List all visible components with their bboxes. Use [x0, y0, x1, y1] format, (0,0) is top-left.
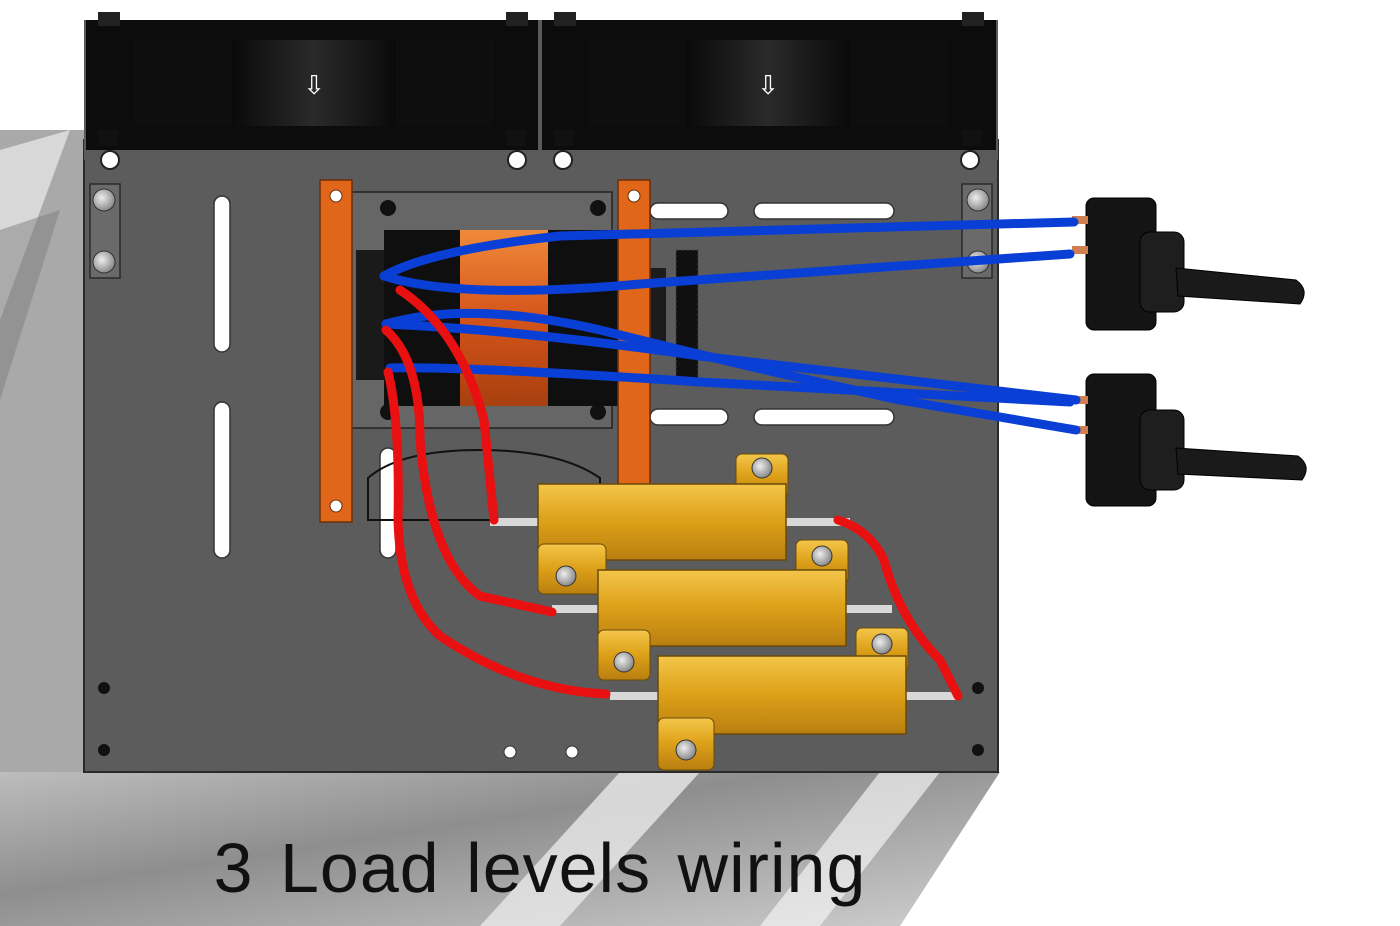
toggle-switch-1	[1072, 197, 1305, 331]
resistor-2	[552, 539, 892, 681]
red-wire-3	[383, 367, 611, 699]
toggle-switch-2	[1072, 373, 1307, 507]
fan-1: ⇩	[86, 12, 538, 150]
blue-wire-1	[379, 217, 1079, 281]
resistor-1	[490, 453, 850, 595]
resistor-wires	[381, 285, 963, 701]
red-wire-4	[833, 515, 963, 701]
motor-bracket-left	[319, 179, 353, 523]
red-wire-1	[395, 285, 499, 525]
airflow-arrow-icon: ⇩	[303, 71, 325, 101]
diagram-caption: 3 Load levels wiring	[213, 829, 867, 907]
airflow-arrow-icon: ⇩	[757, 71, 779, 101]
fan-2: ⇩	[542, 12, 996, 150]
blue-wire-2	[379, 249, 1075, 295]
red-wire-2	[381, 325, 557, 617]
resistor-3	[610, 627, 960, 771]
